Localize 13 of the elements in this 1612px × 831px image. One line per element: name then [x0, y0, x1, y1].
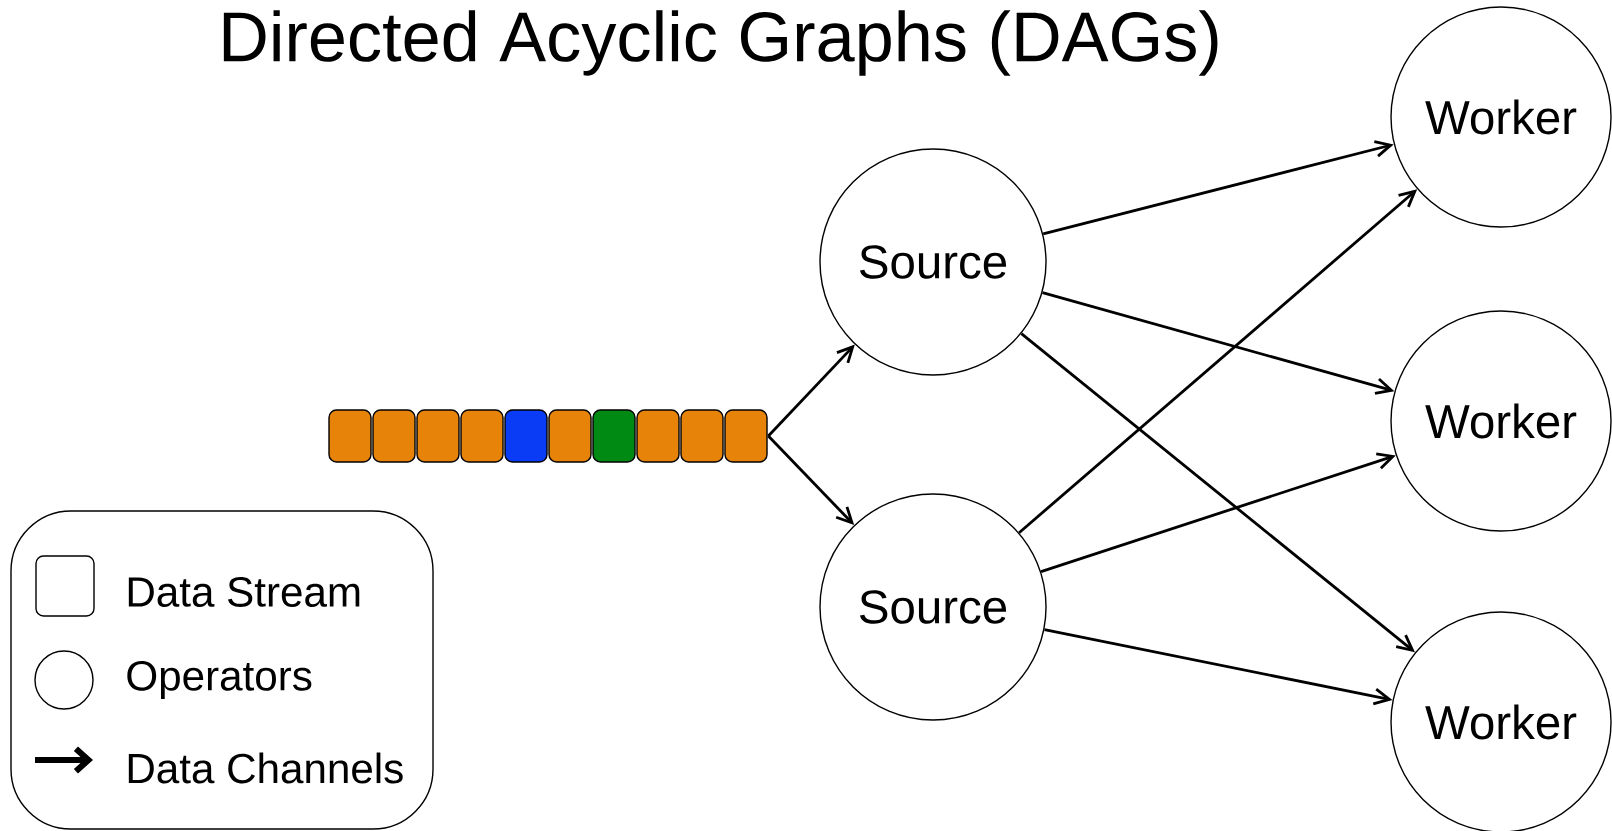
arrow — [767, 344, 855, 437]
arrow — [1040, 452, 1396, 573]
legend-label: Data Channels — [128, 752, 403, 784]
data-stream-bar — [328, 409, 768, 463]
title: Directed Acyclic Graphs (DAGs) — [223, 10, 1218, 76]
arrow — [1044, 628, 1393, 706]
arrow — [1018, 189, 1418, 534]
arrow — [1042, 140, 1394, 236]
arrow — [767, 435, 855, 526]
arrow — [1020, 332, 1415, 653]
arrow — [1042, 291, 1395, 395]
legend-label: Operators — [127, 660, 312, 700]
legend-label: Data Stream — [128, 577, 360, 607]
